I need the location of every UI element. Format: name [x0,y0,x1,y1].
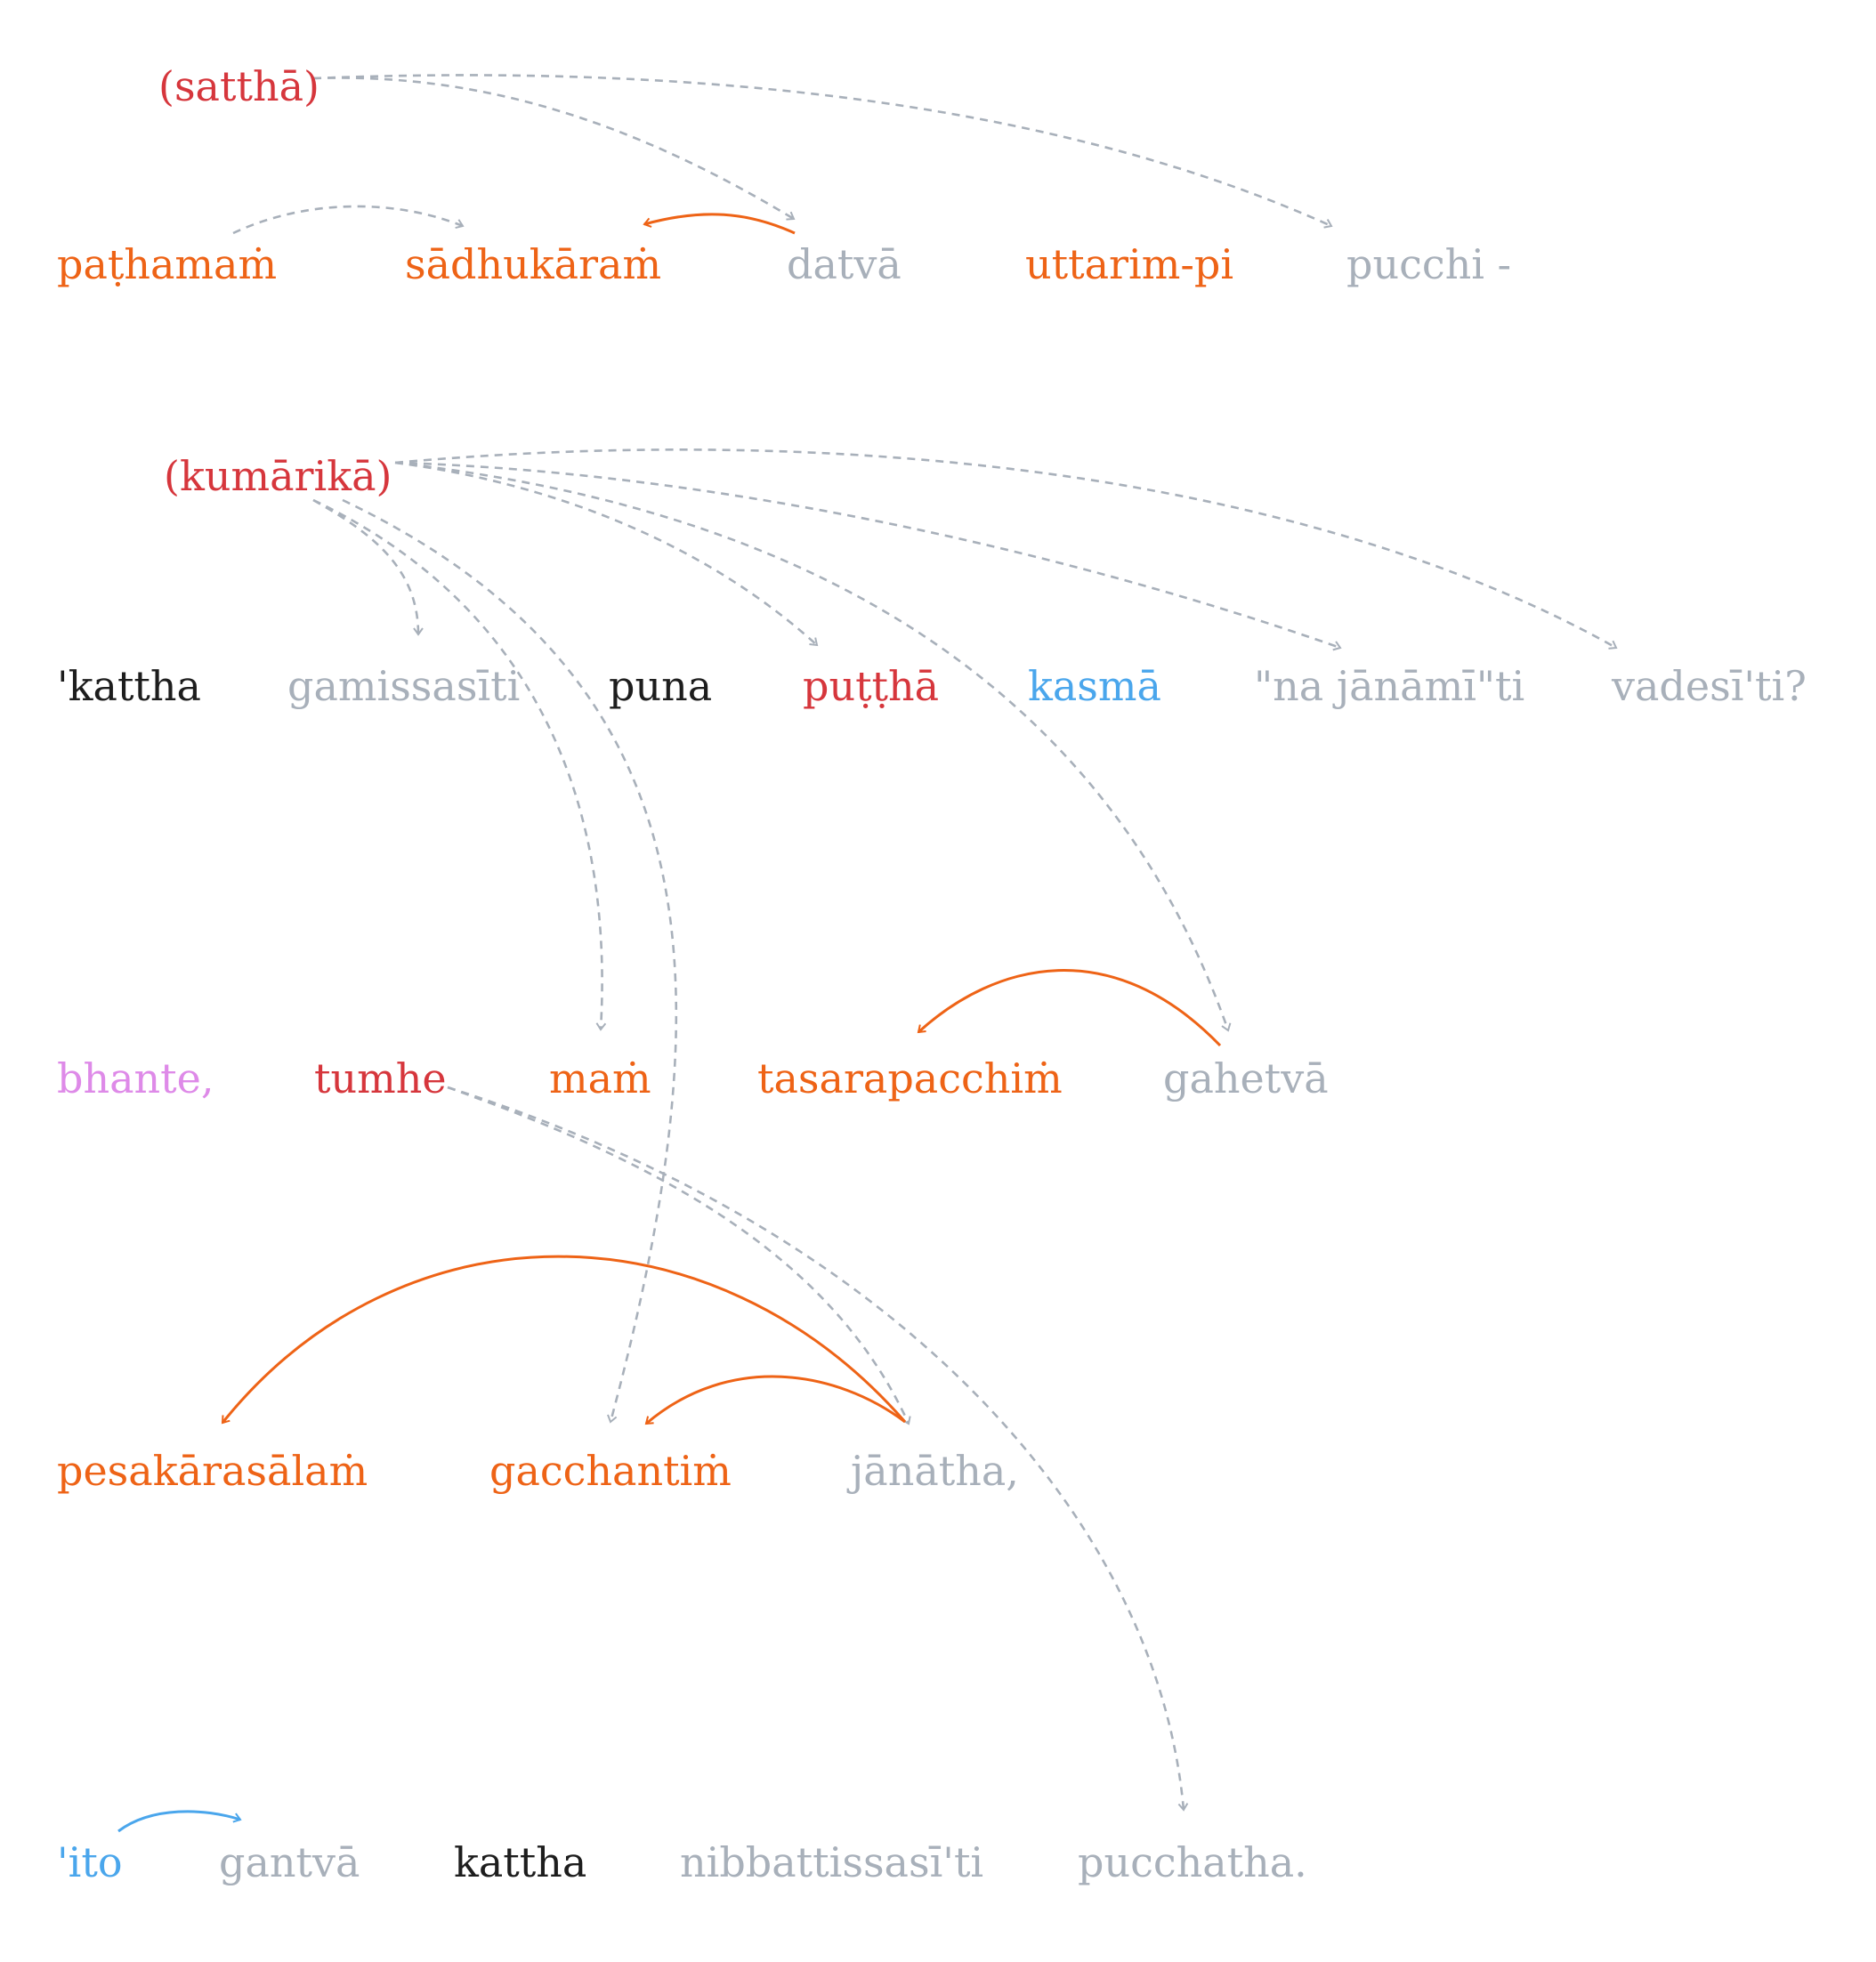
word-puna: puna [609,662,713,710]
word-uttarim-pi: uttarim-pi [1025,240,1234,288]
arc-w1-to-w4 [312,77,796,221]
word-gahetva: gahetvā [1163,1054,1329,1102]
word-datva: datvā [787,240,902,288]
arc-w22-to-w21 [644,1375,906,1425]
word-janatha: jānātha, [851,1447,1019,1495]
word-kattha-quote: 'kattha [57,662,201,710]
word-pucchi: pucchi - [1346,240,1512,288]
arc-w7-to-w8 [312,498,424,636]
arc-w22-to-w20 [221,1255,907,1425]
arc-w7-to-w19 [394,461,1232,1032]
word-puttha: puṭṭhā [803,662,940,710]
arc-w4-to-w3 [643,213,796,235]
word-tumhe: tumhe [314,1054,447,1102]
word-gamissasiti: gamissasīti [287,662,521,710]
word-gacchantim: gacchantiṁ [489,1447,732,1495]
word-bhante: bhante, [57,1054,214,1102]
word-sattha: (satthā) [158,62,319,110]
word-pesakarasalam: pesakārasālaṁ [57,1447,368,1495]
word-ito: 'ito [57,1838,123,1886]
word-kattha: kattha [454,1838,587,1886]
arc-w19-to-w18 [917,969,1222,1047]
arc-w2-to-w3 [232,205,465,235]
word-gantva: gantvā [219,1838,360,1886]
word-tasarapacchim: tasarapacchiṁ [757,1054,1063,1102]
word-nibbattissasiti: nibbattissasī'ti [680,1838,984,1886]
arc-w7-to-w11 [394,461,819,647]
arc-w23-to-w24 [117,1810,242,1833]
arc-layer [117,74,1618,1833]
arc-w7-to-w21 [342,498,678,1424]
word-vadesiti: vadesī'ti? [1612,662,1807,710]
arc-w1-to-w6 [312,74,1333,229]
arc-w16-to-w27 [447,1086,1189,1812]
word-pathamam: paṭhamaṁ [57,240,278,288]
word-kasma: kasmā [1028,662,1161,710]
word-sadhukaram: sādhukāraṁ [405,240,662,288]
word-na-janami-ti: "na jānāmī"ti [1254,662,1525,710]
arc-w7-to-w17 [312,498,607,1031]
word-kumarika: (kumārikā) [164,452,392,500]
word-pucchatha: pucchatha. [1078,1838,1307,1886]
word-mam: maṁ [549,1054,651,1102]
arc-w7-to-w13 [394,461,1342,651]
arc-w7-to-w14 [394,448,1618,650]
arc-w16-to-w22 [447,1086,911,1425]
